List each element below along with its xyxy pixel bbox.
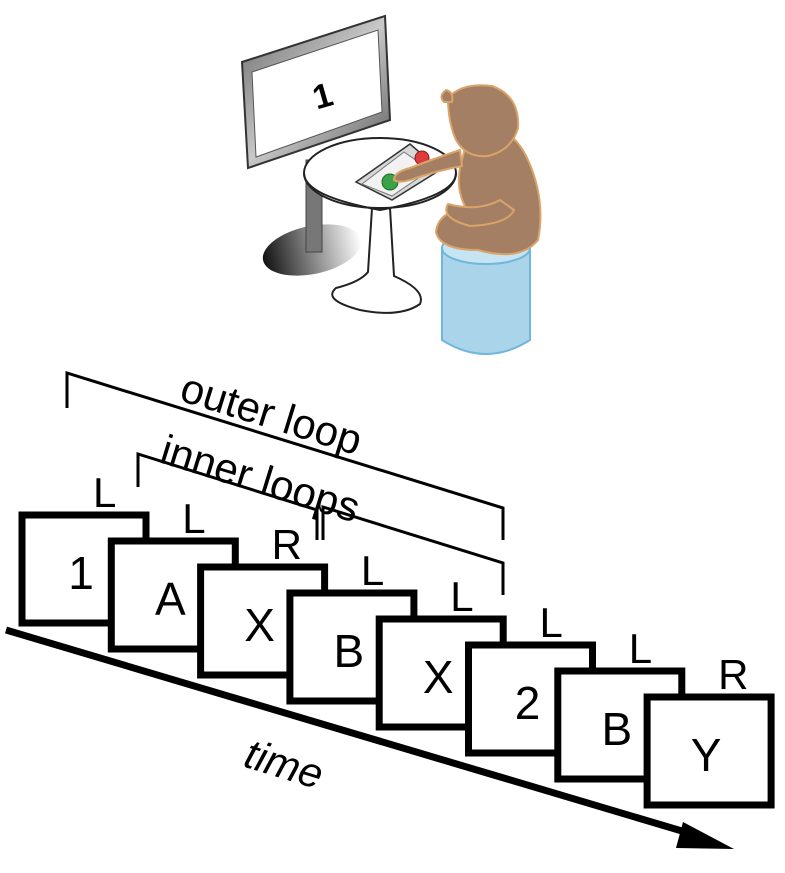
stimulus-symbol: Y [691, 729, 722, 781]
response-label: L [629, 625, 652, 672]
stimulus-symbol: A [155, 573, 186, 625]
stimulus-symbol: X [244, 599, 275, 651]
outer-loop-bracket [65, 370, 505, 540]
stimulus-symbol: X [423, 651, 454, 703]
time-arrow [5, 626, 734, 849]
experiment-illustration: 1 [240, 14, 542, 355]
stimulus-symbol: B [601, 703, 632, 755]
arrowhead-icon [676, 822, 734, 849]
response-label: L [450, 573, 473, 620]
inner-loop-bracket-2 [321, 504, 505, 595]
response-label: L [361, 547, 384, 594]
stimulus-frame [643, 693, 775, 809]
response-label: R [718, 651, 748, 698]
inner-loop-bracket-1 [136, 451, 319, 540]
monkey [393, 84, 542, 256]
time-label: time [239, 730, 329, 798]
response-label: L [540, 599, 563, 646]
response-label: L [93, 469, 116, 516]
monitor: 1 [240, 14, 392, 170]
stimulus-symbol: 2 [515, 677, 541, 729]
response-label: R [272, 521, 302, 568]
response-label: L [182, 495, 205, 542]
stimulus-symbol: B [334, 625, 365, 677]
stimulus-symbol: 1 [68, 547, 94, 599]
table [303, 137, 457, 314]
